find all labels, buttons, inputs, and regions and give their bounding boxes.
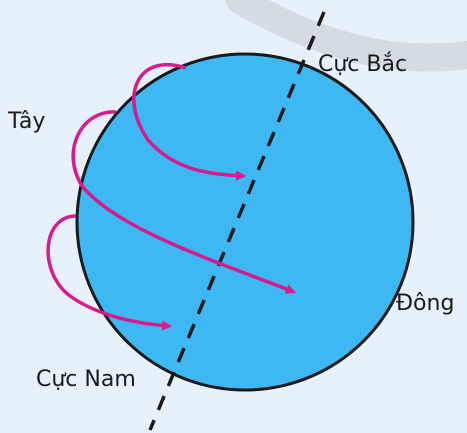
- label-north-pole: Cực Bắc: [318, 52, 407, 77]
- label-east: Đông: [396, 291, 454, 316]
- label-west: Tây: [7, 109, 45, 134]
- label-south-pole: Cực Nam: [36, 367, 136, 392]
